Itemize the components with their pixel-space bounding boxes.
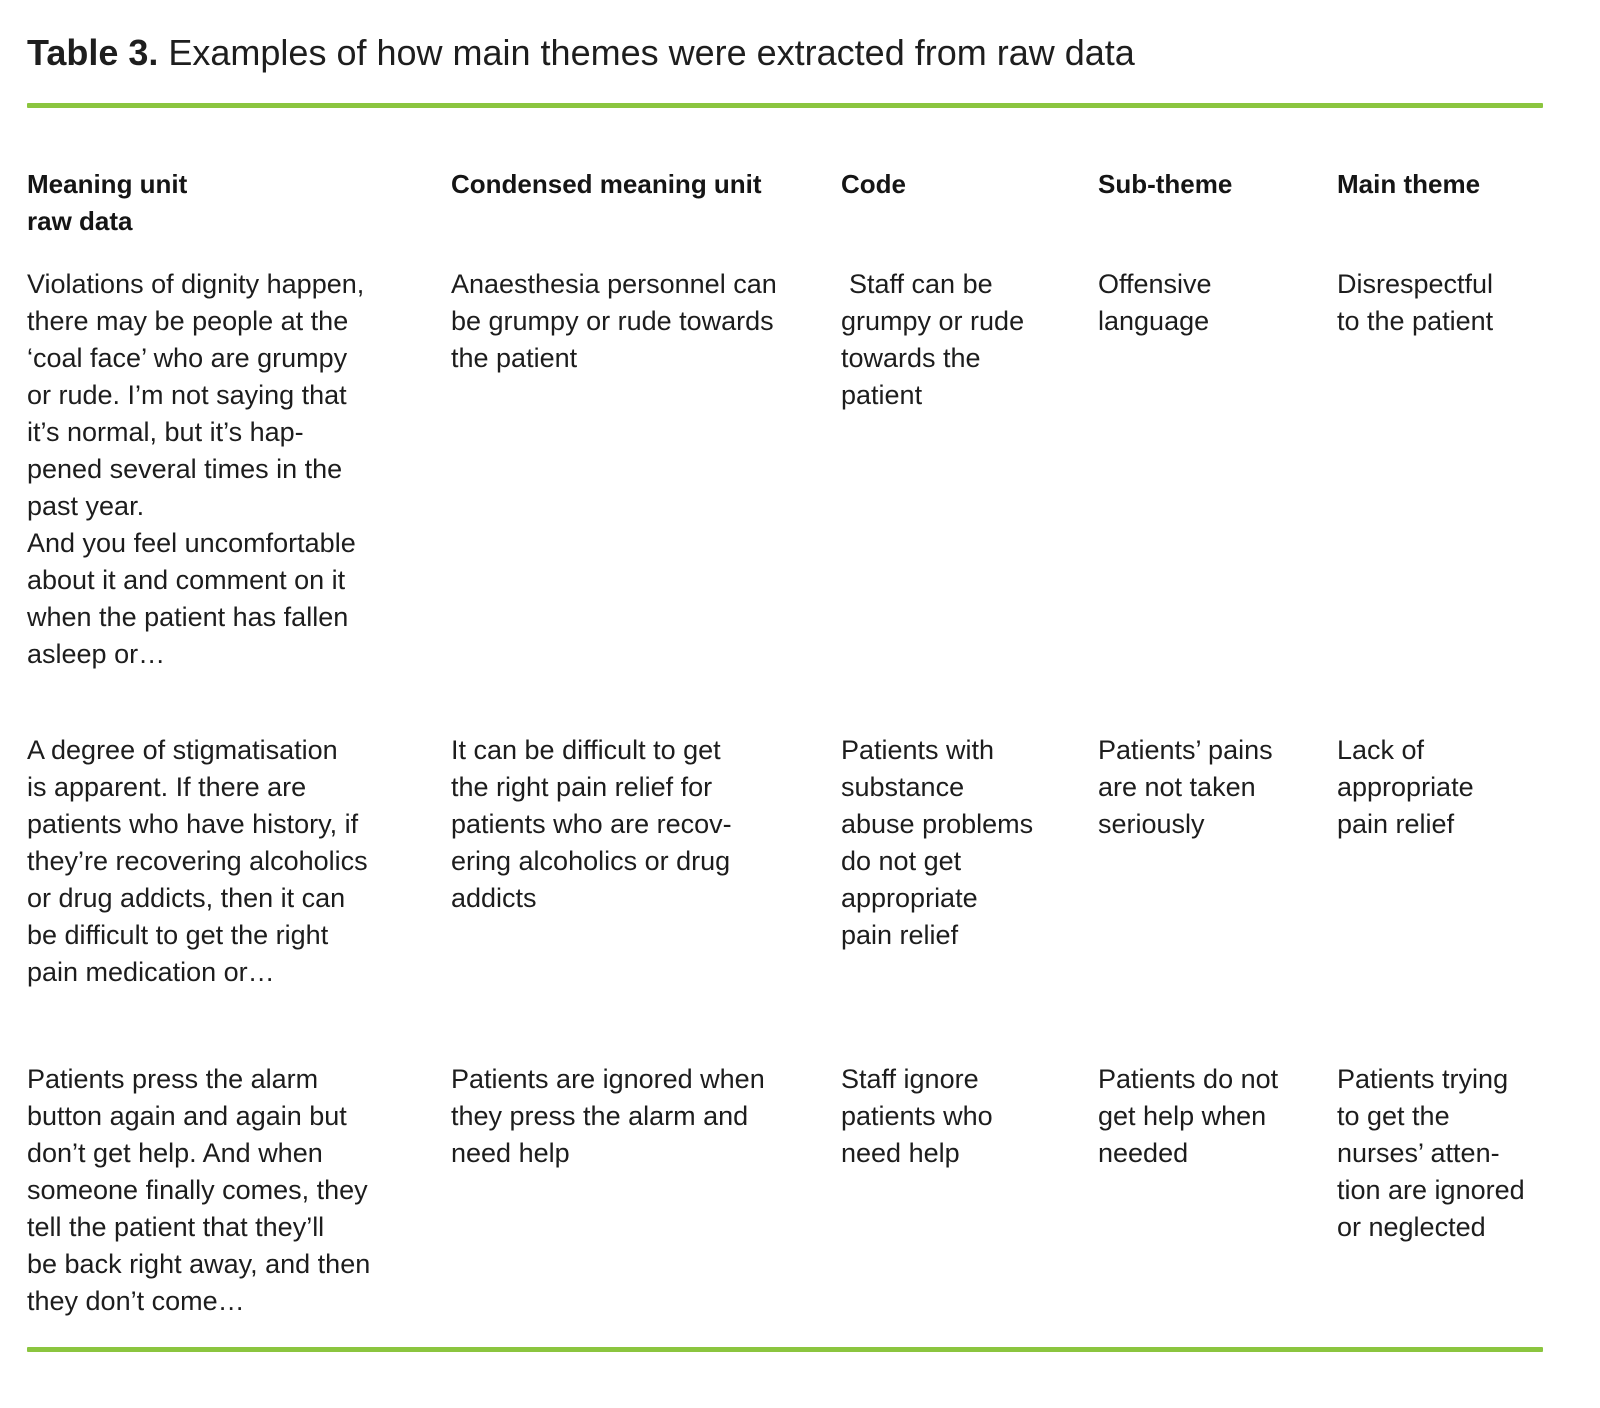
column-header-condensed-meaning-unit: Condensed meaning unit (451, 169, 762, 199)
table-row: Violations of dignity happen, there may … (27, 266, 1543, 673)
cell-meaning-unit: A degree of stigmatisation is apparent. … (27, 735, 368, 987)
table-row: A degree of stigmatisation is apparent. … (27, 732, 1543, 991)
table-title: Table 3. Examples of how main themes wer… (27, 33, 1600, 73)
column-header-main-theme: Main theme (1337, 169, 1481, 199)
top-rule (27, 103, 1543, 108)
cell-sub-theme: Patients’ pains are not taken seriously (1098, 735, 1273, 839)
table-number-label: Table 3. (27, 32, 169, 73)
cell-condensed-meaning-unit: It can be difficult to get the right pai… (451, 735, 732, 913)
cell-code: Patients with substance abuse problems d… (841, 735, 1034, 950)
cell-main-theme: Disrespectful to the patient (1337, 269, 1494, 336)
cell-condensed-meaning-unit: Patients are ignored when they press the… (451, 1064, 765, 1168)
cell-main-theme: Lack of appropriate pain relief (1337, 735, 1474, 839)
cell-condensed-meaning-unit: Anaesthesia personnel can be grumpy or r… (451, 269, 777, 373)
table-row: Patients press the alarm button again an… (27, 1061, 1543, 1320)
cell-sub-theme: Patients do not get help when needed (1098, 1064, 1279, 1168)
paper-table-figure: Table 3. Examples of how main themes wer… (0, 33, 1600, 1408)
column-header-meaning-unit: Meaning unit raw data (27, 169, 188, 236)
cell-meaning-unit: Patients press the alarm button again an… (27, 1064, 371, 1316)
bottom-rule (27, 1347, 1543, 1352)
column-header-code: Code (841, 169, 906, 199)
cell-code: Staff can be grumpy or rude towards the … (841, 269, 1025, 410)
cell-sub-theme: Offensive language (1098, 269, 1212, 336)
cell-code: Staff ignore patients who need help (841, 1064, 993, 1168)
cell-meaning-unit: Violations of dignity happen, there may … (27, 269, 365, 669)
column-header-sub-theme: Sub-theme (1098, 169, 1233, 199)
table-title-text: Examples of how main themes were extract… (168, 32, 1135, 73)
table-header-row: Meaning unit raw data Condensed meaning … (27, 166, 1543, 240)
cell-main-theme: Patients trying to get the nurses’ atten… (1337, 1064, 1525, 1242)
